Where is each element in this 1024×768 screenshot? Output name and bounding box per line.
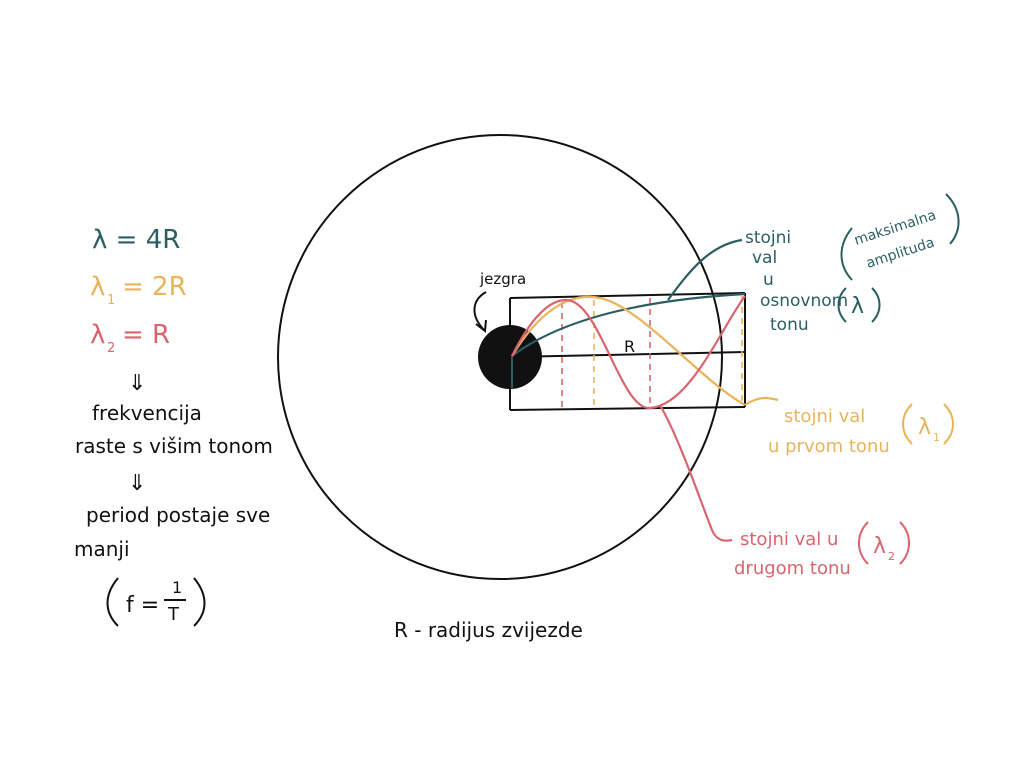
core-arrow	[473, 291, 487, 331]
formula-denominator: T	[167, 604, 180, 625]
fundamental-l3: u	[763, 270, 774, 290]
note-right-paren	[945, 193, 960, 245]
second-overtone-label: stojni val u drugom tonu λ 2	[734, 521, 910, 579]
first-overtone-wave	[511, 295, 746, 406]
resonance-tube	[509, 292, 746, 411]
star-caption: R - radijus zvijezde	[394, 618, 583, 642]
first-l2: u prvom tonu	[768, 436, 890, 457]
first-subscript: 1	[933, 431, 940, 444]
lambda2-subscript: 2	[107, 341, 115, 356]
implies-arrow-1: ⇓	[128, 371, 146, 396]
second-left-paren	[858, 521, 869, 565]
first-left-paren	[902, 403, 913, 445]
second-symbol: λ	[873, 534, 886, 559]
fundamental-pointer	[667, 238, 743, 301]
radius-label: R	[624, 337, 635, 356]
lambda1-symbol: λ	[90, 272, 105, 302]
lambda2-symbol: λ	[90, 320, 105, 350]
lambda1-subscript: 1	[107, 293, 115, 308]
fundamental-symbol: λ	[851, 294, 864, 319]
freq-line-2: raste s višim tonom	[75, 434, 273, 458]
period-line-1: period postaje sve	[86, 503, 270, 527]
lambda1-rest: = 2R	[122, 272, 187, 302]
period-line-2: manji	[74, 537, 130, 561]
first-l1: stojni val	[784, 406, 865, 427]
first-right-paren	[943, 403, 954, 445]
implies-arrow-2: ⇓	[128, 471, 146, 496]
fundamental-l4: osnovnom	[760, 291, 848, 311]
note-left-paren	[840, 227, 853, 281]
left-notes: λ = 4R λ 1 = 2R λ 2 = R ⇓ frekvencija ra…	[74, 225, 273, 627]
second-overtone-wave	[511, 295, 746, 410]
core-arrowhead	[475, 319, 487, 333]
second-subscript: 2	[888, 550, 895, 563]
core-label: jezgra	[479, 270, 526, 288]
star-outline	[277, 134, 723, 580]
formula-right-paren	[193, 577, 206, 627]
fundamental-label: stojni val u osnovnom tonu maksimalna am…	[745, 193, 960, 335]
freq-line-1: frekvencija	[92, 401, 202, 425]
lambda2-rest: = R	[122, 320, 170, 350]
formula-f: f =	[126, 593, 159, 618]
second-l2: drugom tonu	[734, 558, 851, 579]
fundamental-wave	[511, 292, 746, 357]
node-guides	[561, 296, 743, 410]
lambda0-equation: λ = 4R	[92, 225, 180, 255]
fundamental-l5: tonu	[770, 315, 809, 335]
first-overtone-label: stojni val u prvom tonu λ 1	[768, 403, 954, 457]
second-overtone-pointer	[659, 404, 733, 542]
symbol-right-paren	[871, 287, 881, 323]
formula-left-paren	[106, 577, 119, 627]
second-l1: stojni val u	[740, 529, 838, 550]
formula-numerator: 1	[172, 578, 182, 597]
fundamental-l2: val	[752, 248, 777, 268]
symbol-left-paren	[837, 287, 847, 323]
fundamental-l1: stojni	[745, 228, 791, 248]
first-symbol: λ	[918, 415, 931, 440]
second-right-paren	[899, 521, 910, 565]
first-overtone-pointer	[744, 396, 779, 406]
